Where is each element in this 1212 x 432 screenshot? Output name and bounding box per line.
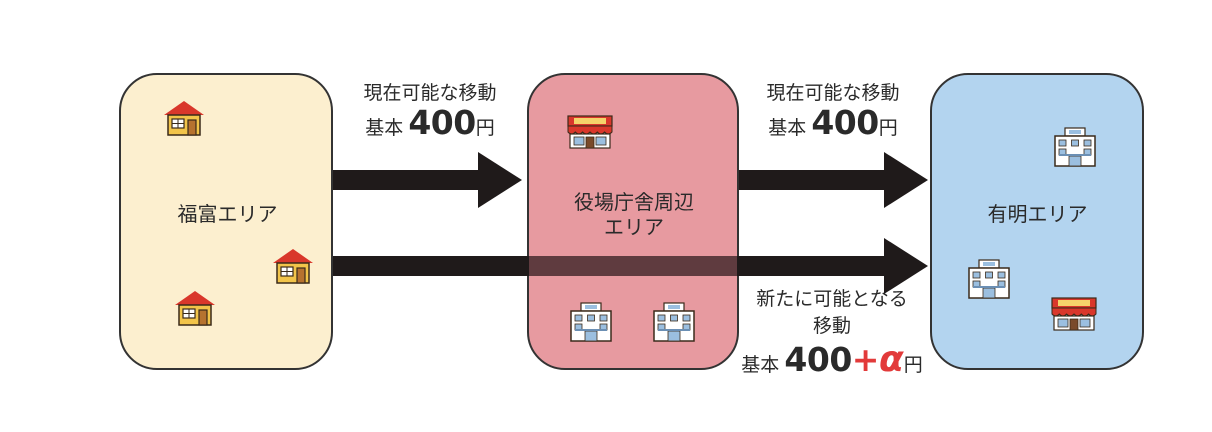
ariake-area-label: 有明エリア [987,202,1088,226]
hospital-icon [653,302,695,342]
house-icon [272,248,314,284]
fukutomi-area-box [119,73,333,370]
yakuba-label-line1: 役場庁舎周辺 [574,190,694,214]
fare-prefix: 基本 [365,116,404,139]
hospital-icon [1054,127,1096,167]
fare-text: 基本 400+α円 [732,338,932,380]
fare-prefix: 基本 [768,116,807,139]
current-route-caption-1: 現在可能な移動 基本 400円 [340,82,520,141]
fare-prefix: 基本 [741,353,780,376]
current-route-caption-2: 現在可能な移動 基本 400円 [738,82,928,141]
fare-unit: 円 [903,353,923,376]
arrow-current-1 [333,152,522,208]
fare-unit: 円 [475,116,495,139]
fare-unit: 円 [878,116,898,139]
fare-plus: + [851,339,880,379]
hospital-icon [968,259,1010,299]
house-icon [163,100,205,136]
fare-amount: 400 [811,102,879,142]
fare-text: 基本 400円 [738,102,928,142]
arrow-new-route [333,238,928,294]
hospital-icon [570,302,612,342]
fare-text: 基本 400円 [340,102,520,142]
yakuba-area-box [527,73,739,370]
route-description: 現在可能な移動 [363,82,497,104]
route-description: 現在可能な移動 [766,82,900,104]
fukutomi-area-label: 福富エリア [177,202,278,226]
new-route-caption: 新たに可能となる 移動 基本 400+α円 [732,288,932,379]
yakuba-area-label: 役場庁舎周辺 エリア [545,190,723,240]
supermarket-icon [567,115,613,149]
fare-alpha: α [878,338,904,380]
yakuba-label-line2: エリア [604,215,664,239]
house-icon [174,290,216,326]
ariake-area-box [930,73,1144,370]
fare-amount: 400 [784,339,852,379]
route-description-line2: 移動 [812,314,851,337]
route-description-line1: 新たに可能となる [756,288,908,310]
supermarket-icon [1051,297,1097,331]
fare-amount: 400 [408,102,476,142]
arrow-current-2 [739,152,928,208]
